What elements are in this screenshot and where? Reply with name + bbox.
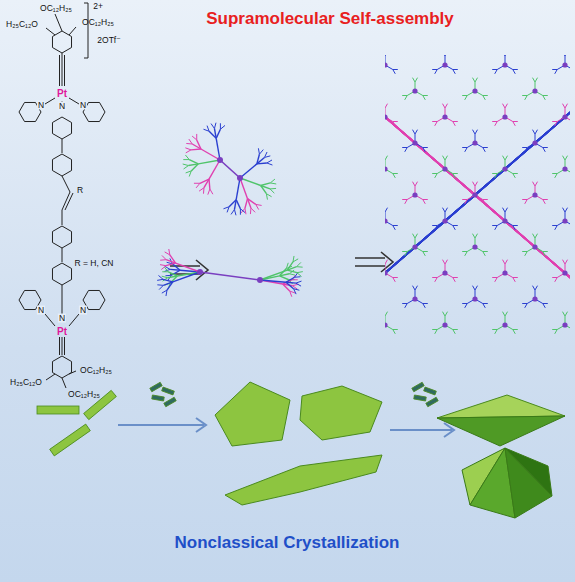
chem-label: N [37, 306, 45, 315]
chem-label: N [79, 306, 87, 315]
chem-label: H₂₅C₁₂O [5, 20, 39, 29]
chem-label: N [37, 101, 45, 110]
chem-label: N [79, 101, 87, 110]
chem-label: OC₁₂H₂₅ [39, 4, 73, 13]
metal-label: Pt [57, 327, 67, 338]
chem-label: OC₁₂H₂₅ [81, 18, 115, 27]
chem-label: R [76, 186, 84, 195]
chem-label: N [58, 314, 66, 323]
chem-label: 2+ [92, 2, 104, 11]
chem-label: R = H, CN [74, 259, 115, 268]
metal-label: Pt [57, 89, 67, 100]
caption: Nonclassical Crystallization [175, 534, 400, 552]
chem-label: OC₁₂H₂₅ [79, 366, 113, 375]
title: Supramolecular Self-assembly [206, 10, 454, 28]
chem-label: OC₁₂H₂₅ [67, 390, 101, 399]
chem-label: N [58, 102, 66, 111]
chem-label: H₂₅C₁₂O [9, 378, 43, 387]
chem-label: 2OTf⁻ [96, 36, 121, 45]
